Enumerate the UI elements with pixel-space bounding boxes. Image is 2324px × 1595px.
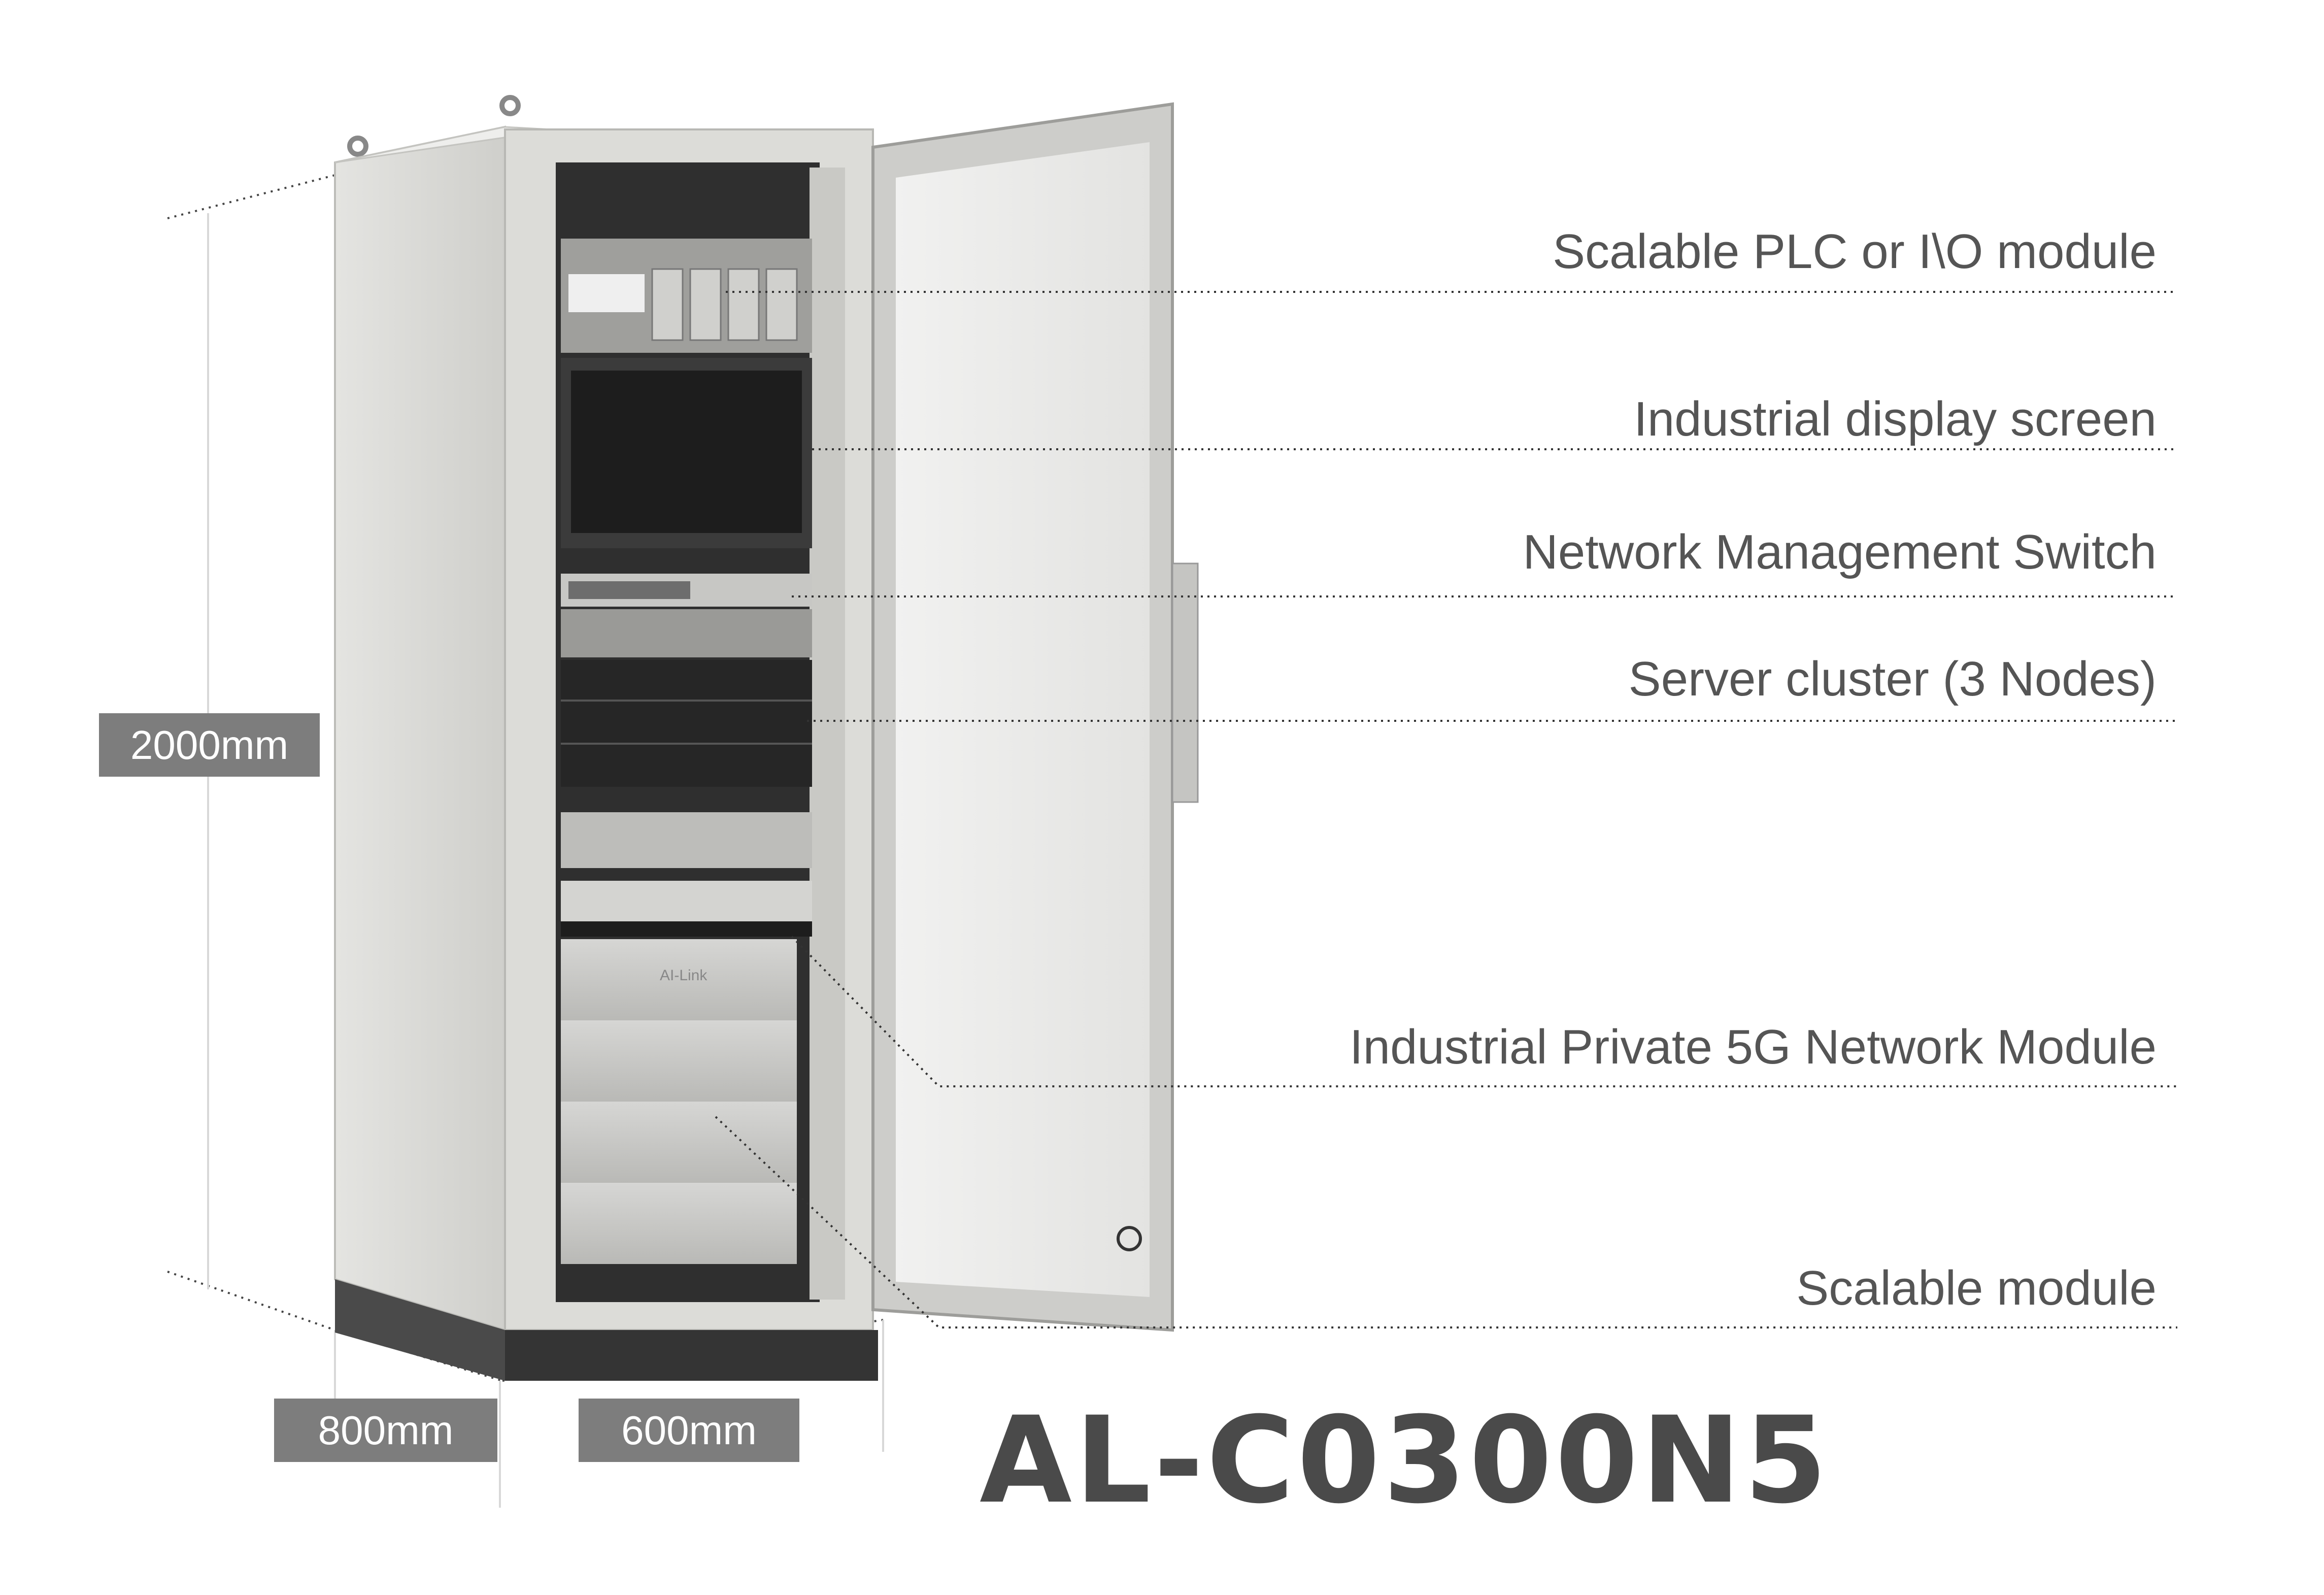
- callout-display: Industrial display screen: [1634, 392, 2157, 446]
- callout-leaders: [715, 291, 2177, 1328]
- model-name: AL-C0300N5: [980, 1391, 1830, 1530]
- callout-server: Server cluster (3 Nodes): [1628, 652, 2157, 706]
- dimension-width-badge: 600mm: [579, 1399, 799, 1462]
- module-logo: AI-Link: [660, 967, 708, 984]
- scalable-module-2: [561, 1020, 797, 1102]
- door-logo-icon: [1117, 1226, 1142, 1251]
- callout-switch: Network Management Switch: [1523, 525, 2157, 579]
- scalable-module-4: [561, 1183, 797, 1264]
- scalable-module-3: [561, 1102, 797, 1183]
- callout-scalable: Scalable module: [1796, 1261, 2157, 1315]
- server-cluster-unit: [561, 660, 812, 787]
- private-5g-unit: [561, 812, 812, 868]
- dimension-height-badge: 2000mm: [99, 713, 320, 777]
- cabinet-side-panel: [334, 125, 506, 1332]
- cabinet-base: [335, 1279, 505, 1381]
- callout-plc: Scalable PLC or I\O module: [1553, 224, 2157, 279]
- scalable-module-1: [561, 939, 797, 1020]
- door-handle: [1171, 562, 1199, 803]
- rack-equipment: [561, 239, 812, 1264]
- callout-private5g: Industrial Private 5G Network Module: [1350, 1020, 2157, 1074]
- dimension-depth-badge: 800mm: [274, 1399, 497, 1462]
